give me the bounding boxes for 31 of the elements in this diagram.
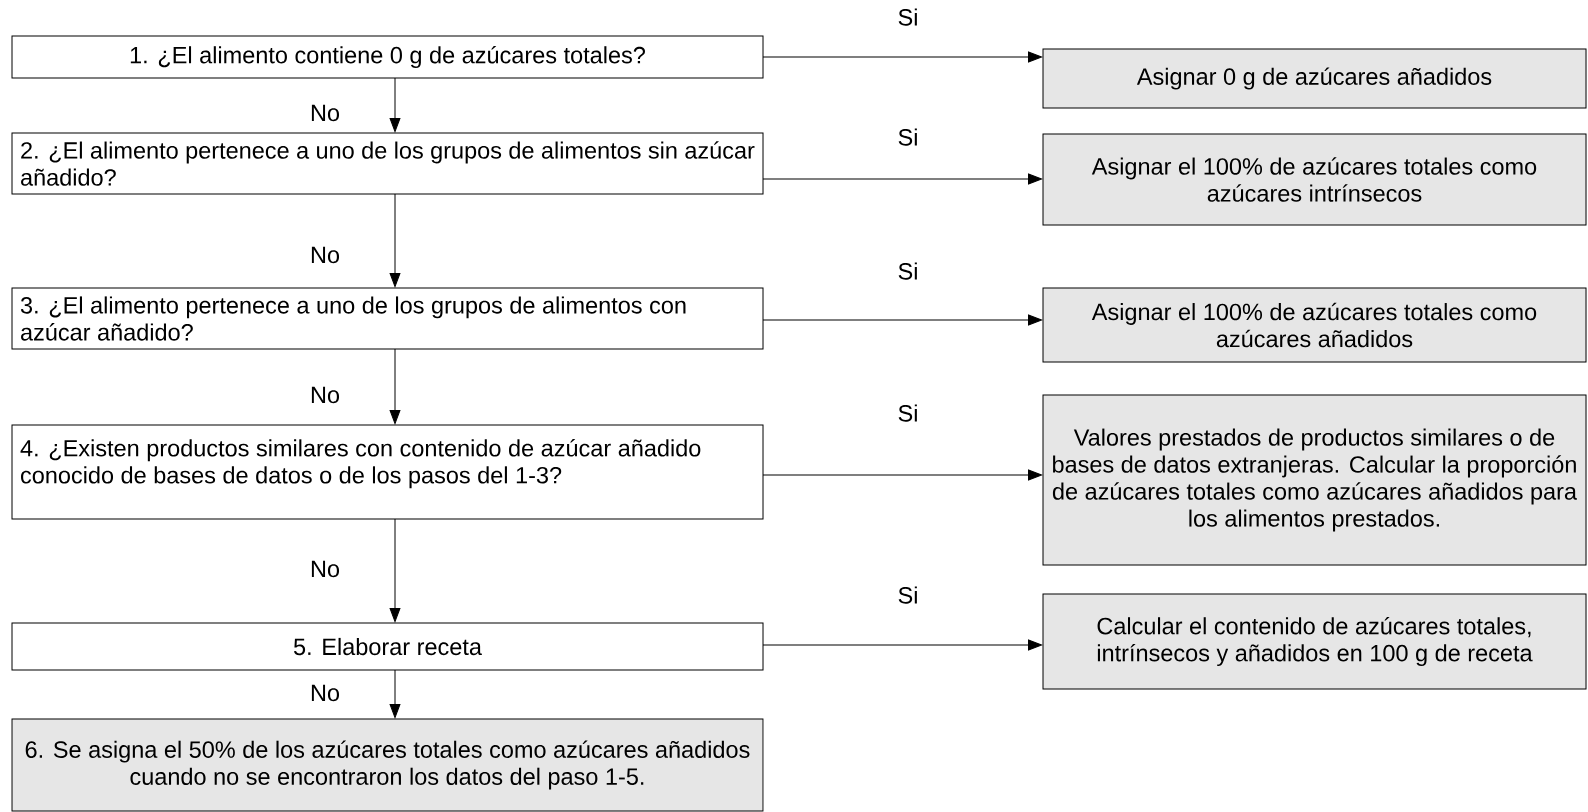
process-box: 2. ¿El alimento pertenece a uno de los grupos de alimentos sin azúcar añadido? <box>11 132 764 195</box>
result-box: Asignar 0 g de azúcares añadidos <box>1042 48 1587 109</box>
result-box: Asignar el 100% de azúcares totales como azúcares intrínsecos <box>1042 133 1587 226</box>
process-box: 3. ¿El alimento pertenece a uno de los grupos de alimentos con azúcar añadido? <box>11 287 764 350</box>
arrow <box>389 348 401 425</box>
edge-label: Si <box>896 261 920 281</box>
edge-label: No <box>309 245 341 265</box>
process-box: 4. ¿Existen productos similares con contenido de azúcar añadido conocido de bases de datos o de los pasos del 1-3? <box>11 424 764 520</box>
result-box: Calcular el contenido de azúcares totales, intrínsecos y añadidos en 100 g de receta <box>1042 593 1587 690</box>
result-box: 6. Se asigna el 50% de los azúcares totales como azúcares añadidos cuando no se encontraron los datos del paso 1-5. <box>11 718 764 812</box>
arrow <box>762 639 1043 651</box>
arrow <box>389 669 401 719</box>
arrow <box>762 469 1043 481</box>
arrow <box>762 314 1043 326</box>
edge-label: No <box>309 385 341 405</box>
edge-label: No <box>309 559 341 579</box>
arrow <box>389 518 401 623</box>
edge-label: No <box>309 683 341 703</box>
edge-label: Si <box>896 403 920 423</box>
arrow <box>389 193 401 288</box>
result-box: Asignar el 100% de azúcares totales como azúcares añadidos <box>1042 287 1587 363</box>
edge-label: Si <box>896 127 920 147</box>
edge-label: Si <box>896 7 920 27</box>
result-box: Valores prestados de productos similares o de bases de datos extranjeras. Calcular la proporción de azúcares totales como azúcares añadidos para los alimentos prestados. <box>1042 394 1587 566</box>
arrow <box>389 77 401 133</box>
edge-label: No <box>309 103 341 123</box>
arrow <box>762 51 1043 63</box>
process-box: 5. Elaborar receta <box>11 622 764 671</box>
arrow <box>762 173 1043 185</box>
process-box: 1. ¿El alimento contiene 0 g de azúcares totales? <box>11 35 764 79</box>
edge-label: Si <box>896 585 920 605</box>
